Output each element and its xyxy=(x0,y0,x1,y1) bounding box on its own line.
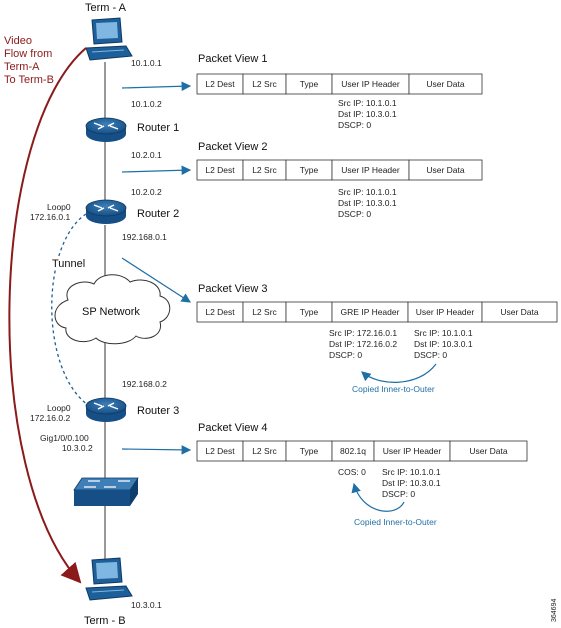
packet-view-1-title: Packet View 1 xyxy=(198,53,268,65)
router-3-loop-ip: 172.16.0.2 xyxy=(30,413,70,423)
router-2-label: Router 2 xyxy=(137,208,179,220)
router-2-loop-name: Loop0 xyxy=(47,202,71,212)
router-3-intf-ip: 10.3.0.2 xyxy=(62,443,93,453)
tunnel-label: Tunnel xyxy=(52,258,85,270)
term-a-computer-icon xyxy=(85,17,133,61)
pv1-field-l2-dest: L2 Dest xyxy=(205,79,235,89)
pv4-field-user-ip: User IP Header xyxy=(383,446,442,456)
pv4-field-user-data: User Data xyxy=(469,446,508,456)
pv4-field-8021q: 802.1q xyxy=(340,446,366,456)
pv4-dscp: DSCP: 0 xyxy=(382,489,415,499)
router-1-label: Router 1 xyxy=(137,122,179,134)
router-3-loop-name: Loop0 xyxy=(47,403,71,413)
flow-arrow xyxy=(8,47,87,584)
pv1-field-type: Type xyxy=(300,79,319,89)
packet-view-2: Packet View 2 L2 Dest L2 Src Type User I… xyxy=(196,141,483,219)
pv4-src-ip: Src IP: 10.1.0.1 xyxy=(382,467,441,477)
flow-label-line-3: Term-A xyxy=(4,61,40,73)
pv1-field-l2-src: L2 Src xyxy=(252,79,277,89)
router-2-ip-out: 192.168.0.1 xyxy=(122,232,167,242)
pv2-field-l2-dest: L2 Dest xyxy=(205,165,235,175)
tunnel-path xyxy=(51,213,89,406)
pv3-field-l2-src: L2 Src xyxy=(252,307,277,317)
pv2-dst-ip: Dst IP: 10.3.0.1 xyxy=(338,198,397,208)
sp-network-label: SP Network xyxy=(82,306,140,318)
sp-network-cloud xyxy=(54,274,171,345)
pv3-copy-arrow xyxy=(361,363,437,383)
router-1-ip-out: 10.2.0.1 xyxy=(131,150,162,160)
pv3-gre-src-ip: Src IP: 172.16.0.1 xyxy=(329,328,397,338)
pv2-field-user-data: User Data xyxy=(426,165,465,175)
switch-icon xyxy=(73,477,139,506)
pv4-dst-ip: Dst IP: 10.3.0.1 xyxy=(382,478,441,488)
pv3-user-dst-ip: Dst IP: 10.3.0.1 xyxy=(414,339,473,349)
router-1-ip-in: 10.1.0.2 xyxy=(131,99,162,109)
router-1-icon xyxy=(85,117,127,142)
router-2-ip-in: 10.2.0.2 xyxy=(131,187,162,197)
pv3-field-l2-dest: L2 Dest xyxy=(205,307,235,317)
pv3-gre-dst-ip: Dst IP: 172.16.0.2 xyxy=(329,339,397,349)
term-a-label: Term - A xyxy=(85,2,127,14)
pv1-src-ip: Src IP: 10.1.0.1 xyxy=(338,98,397,108)
term-b-ip: 10.3.0.1 xyxy=(131,600,162,610)
pv3-field-user-ip: User IP Header xyxy=(416,307,475,317)
term-a-ip: 10.1.0.1 xyxy=(131,58,162,68)
packet-view-3: Packet View 3 L2 Dest L2 Src Type GRE IP… xyxy=(196,283,558,394)
pv3-user-src-ip: Src IP: 10.1.0.1 xyxy=(414,328,473,338)
pv4-field-l2-dest: L2 Dest xyxy=(205,446,235,456)
pv2-field-user-ip: User IP Header xyxy=(341,165,400,175)
pv2-field-l2-src: L2 Src xyxy=(252,165,277,175)
pv3-copy-note: Copied Inner-to-Outer xyxy=(352,384,435,394)
router-3-ip-in: 192.168.0.2 xyxy=(122,379,167,389)
router-3-intf: Gig1/0/0.100 xyxy=(40,433,89,443)
pv3-user-dscp: DSCP: 0 xyxy=(414,350,447,360)
pv2-field-type: Type xyxy=(300,165,319,175)
router-2-loop-ip: 172.16.0.1 xyxy=(30,212,70,222)
pv3-gre-dscp: DSCP: 0 xyxy=(329,350,362,360)
flow-label-line-4: To Term-B xyxy=(4,74,54,86)
router-3-label: Router 3 xyxy=(137,405,179,417)
pv4-field-type: Type xyxy=(300,446,319,456)
packet-view-1: Packet View 1 L2 Dest L2 Src Type User I… xyxy=(196,53,483,130)
packet-view-3-title: Packet View 3 xyxy=(198,283,268,295)
pv4-copy-arrow xyxy=(351,482,405,512)
term-b-computer-icon xyxy=(85,557,133,601)
packet-view-4-title: Packet View 4 xyxy=(198,422,268,434)
pv2-src-ip: Src IP: 10.1.0.1 xyxy=(338,187,397,197)
router-2-icon xyxy=(85,199,127,224)
term-b-label: Term - B xyxy=(84,615,126,627)
pv4-field-l2-src: L2 Src xyxy=(252,446,277,456)
pv4-copy-note: Copied Inner-to-Outer xyxy=(354,517,437,527)
figure-id: 364694 xyxy=(551,599,558,622)
pv1-field-user-data: User Data xyxy=(426,79,465,89)
packet-view-4: Packet View 4 L2 Dest L2 Src Type 802.1q… xyxy=(196,422,528,527)
pv1-dst-ip: Dst IP: 10.3.0.1 xyxy=(338,109,397,119)
flow-label-line-2: Flow from xyxy=(4,48,52,60)
pv3-field-type: Type xyxy=(300,307,319,317)
pv2-dscp: DSCP: 0 xyxy=(338,209,371,219)
pv1-dscp: DSCP: 0 xyxy=(338,120,371,130)
router-3-icon xyxy=(85,397,127,422)
flow-label-line-1: Video xyxy=(4,35,32,47)
pv1-field-user-ip: User IP Header xyxy=(341,79,400,89)
pv3-field-user-data: User Data xyxy=(500,307,539,317)
pv3-field-gre-ip: GRE IP Header xyxy=(341,307,400,317)
packet-view-2-title: Packet View 2 xyxy=(198,141,268,153)
pv4-cos: COS: 0 xyxy=(338,467,366,477)
